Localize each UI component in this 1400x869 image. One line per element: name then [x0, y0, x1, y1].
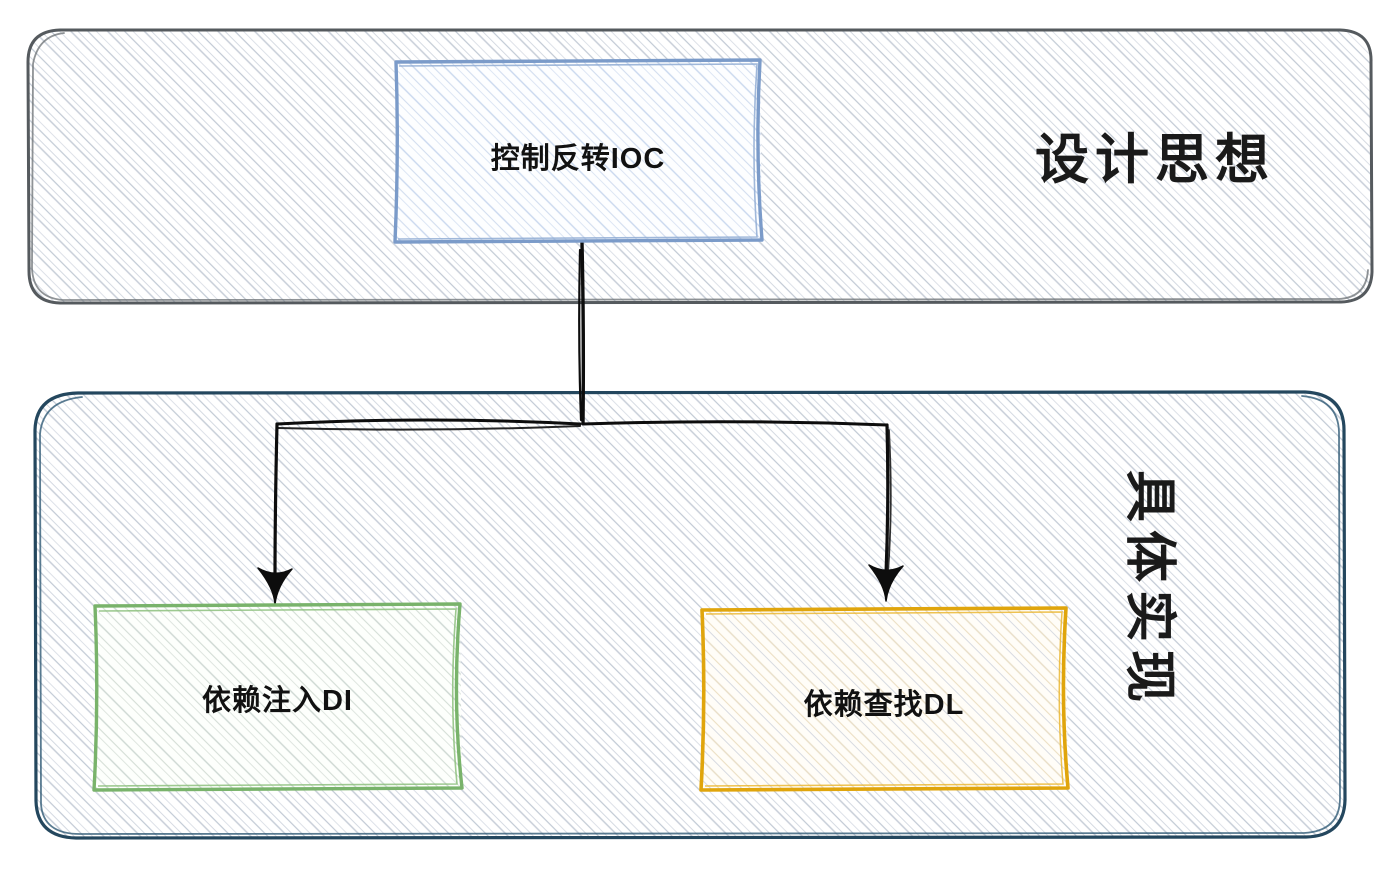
node-ioc-border [393, 58, 764, 244]
node-dl[interactable] [699, 606, 1070, 792]
arrowhead-di [257, 567, 293, 605]
node-label-di: 依赖注入DI [201, 685, 353, 717]
node-label-dl: 依赖查找DL [803, 689, 965, 721]
node-ioc[interactable] [393, 58, 764, 244]
group-label-concrete-implementation: 具体实现 [1120, 470, 1178, 711]
node-di-border [92, 602, 464, 792]
group-design-border [26, 28, 1374, 305]
group-label-design-philosophy: 设计思想 [1035, 130, 1275, 190]
arrowhead-dl [868, 564, 904, 602]
node-dl-border [699, 606, 1070, 792]
node-label-ioc: 控制反转IOC [490, 143, 666, 175]
edge-ioc-to-children [257, 241, 904, 605]
group-impl-border [33, 390, 1347, 840]
node-di[interactable] [92, 602, 464, 792]
